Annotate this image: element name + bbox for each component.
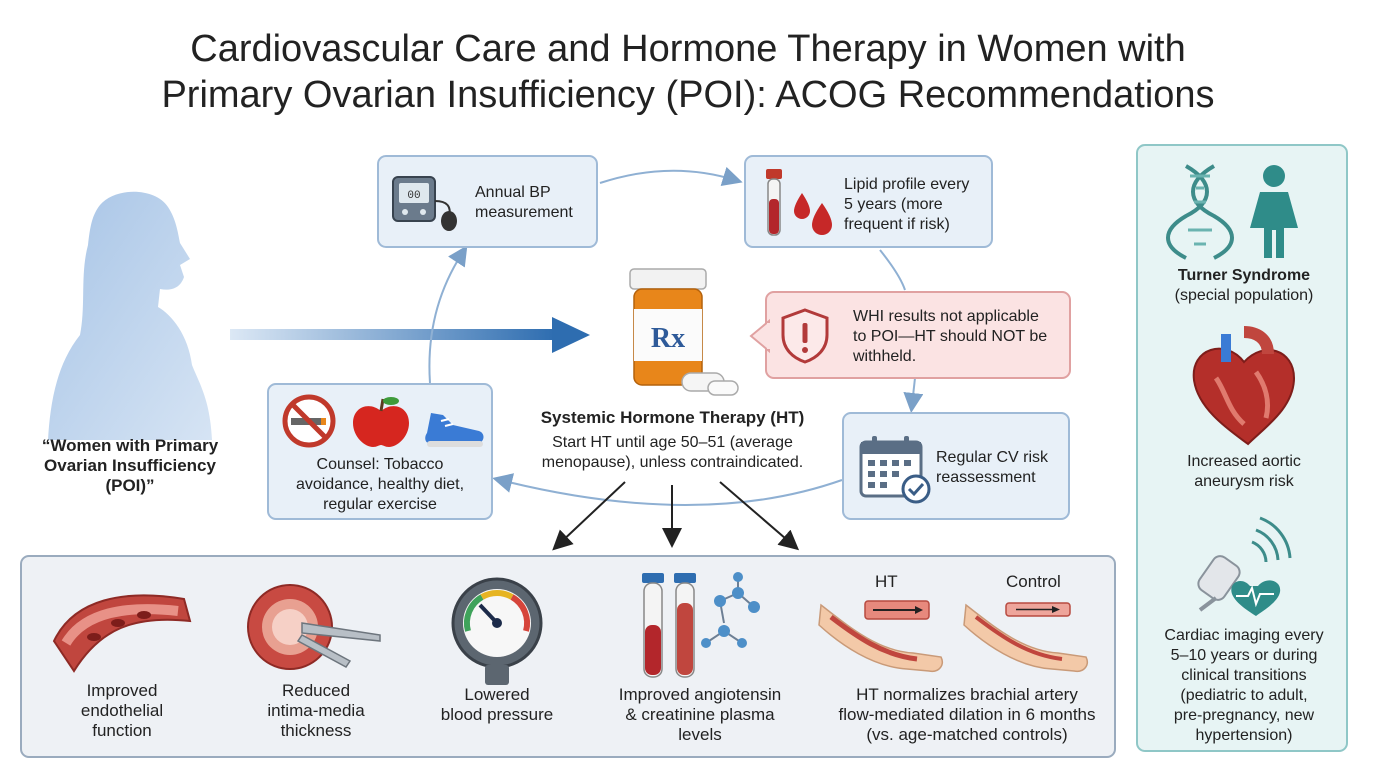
benefit-intima-media-text: Reduced intima-media thickness (267, 681, 365, 740)
sample-tubes-molecule-icon (642, 572, 760, 678)
benefit-blood-pressure-text: Lowered blood pressure (440, 685, 554, 724)
benefit-angiotensin-text: Improved angiotensin & creatinine plasma… (618, 685, 782, 744)
whi-warning-text: WHI results not applicable to POI—HT sho… (853, 308, 1048, 365)
apple-icon (353, 397, 409, 447)
ht-heading: Systemic Hormone Therapy (HT) (540, 408, 805, 427)
sneaker-icon (425, 413, 484, 447)
aortic-risk-text: Increased aortic aneurysm risk (1187, 453, 1301, 490)
turner-syndrome-panel: Turner Syndrome (special population) Inc… (1136, 144, 1348, 752)
page-title: Cardiovascular Care and Hormone Therapy … (0, 26, 1376, 118)
ultrasound-probe-icon (1197, 516, 1292, 616)
rx-pill-bottle-icon: Rx (629, 268, 739, 396)
artery-caliper-icon (247, 584, 381, 670)
control-arm-label: Control (1006, 572, 1061, 591)
counsel-box: Counsel: Tobacco avoidance, healthy diet… (267, 383, 493, 520)
cv-risk-text: Regular CV risk reassessment (936, 449, 1049, 486)
benefit-endothelial-text: Improved endothelial function (80, 681, 164, 740)
title-line-2: Primary Ovarian Insufficiency (POI): ACO… (161, 74, 1215, 116)
svg-text:Rx: Rx (651, 323, 685, 354)
warning-shield-icon (781, 308, 829, 364)
pressure-gauge-icon (451, 577, 543, 685)
counsel-text: Counsel: Tobacco avoidance, healthy diet… (295, 456, 465, 513)
blood-vessel-icon (52, 594, 192, 673)
patient-to-therapy-arrow-icon (230, 317, 590, 353)
no-smoking-icon (282, 394, 336, 448)
patient-label: “Women with Primary Ovarian Insufficienc… (41, 436, 219, 495)
svg-text:00: 00 (407, 190, 420, 202)
blood-tube-icon (766, 169, 832, 236)
whi-warning-box: WHI results not applicable to POI—HT sho… (749, 291, 1071, 379)
cv-risk-box: Regular CV risk reassessment (842, 412, 1070, 520)
title-line-1: Cardiovascular Care and Hormone Therapy … (190, 28, 1186, 70)
dna-woman-icon (1166, 164, 1298, 260)
lipid-profile-box: Lipid profile every 5 years (more freque… (744, 155, 993, 248)
annual-bp-text: Annual BP measurement (475, 184, 573, 221)
annual-bp-box: 00 Annual BP measurement (377, 155, 598, 248)
control-arm-dilation-icon (963, 602, 1088, 673)
lifestyle-icons (282, 394, 484, 448)
ht-arm-dilation-icon (818, 600, 943, 673)
cardiac-imaging-text: Cardiac imaging every 5–10 years or duri… (1164, 627, 1324, 744)
speech-pointer-icon (749, 318, 771, 354)
calendar-check-icon (859, 436, 931, 504)
turner-heading-text: Turner Syndrome (special population) (1174, 267, 1314, 304)
ht-arm-label: HT (875, 572, 898, 591)
woman-silhouette-icon (48, 191, 212, 440)
hormone-therapy-text: Systemic Hormone Therapy (HT) Start HT u… (505, 407, 840, 473)
lipid-profile-text: Lipid profile every 5 years (more freque… (844, 176, 970, 233)
benefit-fmd-text: HT normalizes brachial artery flow-media… (838, 685, 1096, 744)
benefits-panel: Improved endothelial function Reduced in… (20, 555, 1116, 758)
heart-icon (1192, 326, 1296, 446)
blood-pressure-monitor-icon: 00 (392, 176, 457, 231)
